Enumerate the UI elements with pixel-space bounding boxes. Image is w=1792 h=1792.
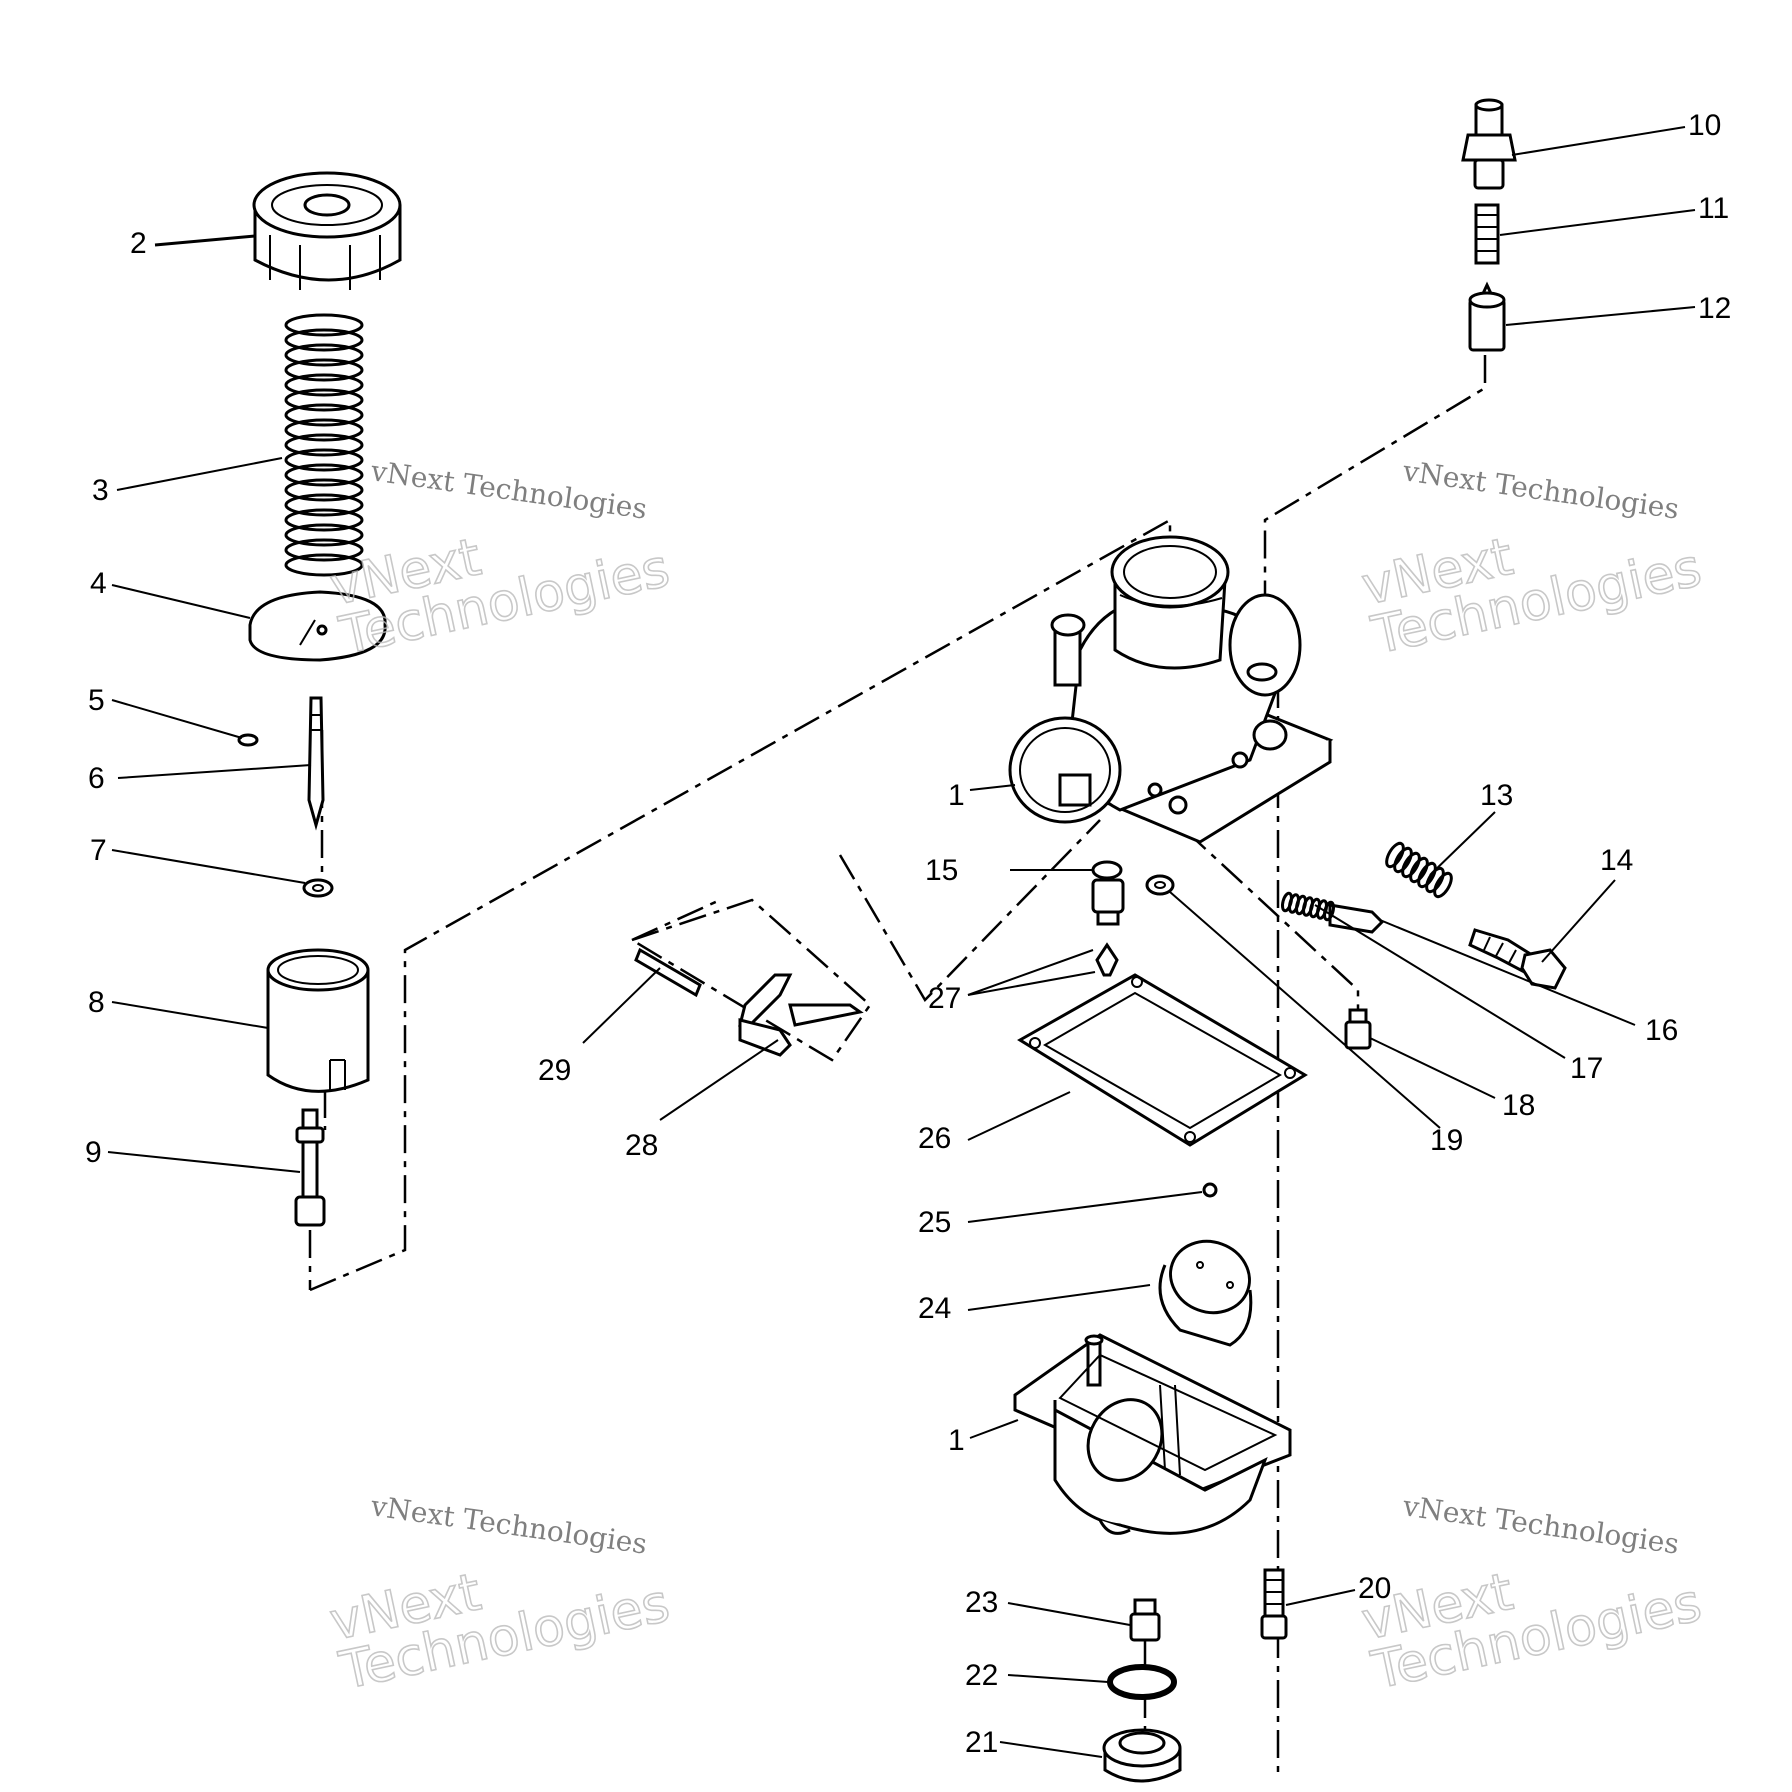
callout-13: 13	[1480, 779, 1513, 812]
part-carburetor-body	[1008, 535, 1334, 844]
callout-labels: 1 1 2 3 4 5 6 7 8 9 10 11 12 13 14 15 16…	[85, 109, 1731, 1759]
callout-15: 15	[925, 854, 958, 887]
callout-4: 4	[90, 567, 107, 600]
watermark-bottom-left: vNext Technologies vNext Technologies	[324, 1489, 675, 1703]
part-float-pin	[634, 947, 702, 998]
callout-9: 9	[85, 1136, 102, 1169]
part-needle	[307, 696, 325, 831]
part-jet	[1474, 203, 1500, 265]
part-pilot-spring	[1280, 891, 1336, 922]
callout-11: 11	[1698, 192, 1729, 225]
callout-7: 7	[90, 834, 107, 867]
callout-5: 5	[88, 684, 105, 717]
center-lines	[308, 355, 1487, 1780]
callout-8: 8	[88, 986, 105, 1019]
part-washer-19	[1145, 874, 1175, 896]
callout-6: 6	[88, 762, 105, 795]
part-small-jet	[1344, 1008, 1372, 1050]
part-drain-screw	[1129, 1598, 1161, 1642]
part-valve-seat	[1091, 860, 1125, 926]
callout-27: 27	[928, 982, 961, 1015]
callout-23: 23	[965, 1586, 998, 1619]
callout-22: 22	[965, 1659, 998, 1692]
watermark-small: vNext Technologies	[368, 454, 649, 526]
callout-29: 29	[538, 1054, 571, 1087]
callout-26: 26	[918, 1122, 951, 1155]
callout-1-body: 1	[948, 779, 965, 812]
watermark-bottom-right: vNext Technologies vNext Technologies	[1356, 1489, 1707, 1702]
callout-3: 3	[92, 474, 109, 507]
callout-10: 10	[1688, 109, 1721, 142]
part-bolt	[1260, 1568, 1288, 1640]
part-throttle-slide	[266, 948, 370, 1093]
watermark-small: vNext Technologies	[1400, 1489, 1681, 1561]
callout-21: 21	[965, 1726, 998, 1759]
part-ball	[1202, 1182, 1218, 1198]
part-adjust-screw	[1468, 928, 1567, 990]
part-washer	[302, 878, 334, 898]
callout-12: 12	[1698, 292, 1731, 325]
part-plate	[248, 590, 387, 662]
callout-18: 18	[1502, 1089, 1535, 1122]
part-float-arm	[738, 973, 864, 1057]
part-pilot-screw	[1328, 903, 1385, 934]
callout-1-bowl: 1	[948, 1424, 965, 1457]
callout-16: 16	[1645, 1014, 1678, 1047]
callout-28: 28	[625, 1129, 658, 1162]
callout-17: 17	[1570, 1052, 1603, 1085]
part-needle-valve	[1095, 942, 1119, 977]
callout-19: 19	[1430, 1124, 1463, 1157]
callout-2: 2	[130, 227, 147, 260]
callout-14: 14	[1600, 844, 1633, 877]
part-plug	[1102, 1728, 1182, 1783]
part-float	[1158, 1239, 1253, 1347]
part-float-bowl	[1013, 1333, 1292, 1535]
part-needle-jet	[294, 1108, 326, 1227]
part-gasket	[1017, 973, 1308, 1147]
leader-lines	[107, 126, 1696, 1758]
watermark-top-left: vNext Technologies vNext Technologies	[324, 454, 675, 668]
part-spring	[284, 313, 364, 577]
callout-24: 24	[918, 1292, 951, 1325]
watermark-small: vNext Technologies	[1400, 454, 1681, 526]
part-clip	[237, 733, 259, 747]
part-cap	[252, 171, 402, 290]
callout-25: 25	[918, 1206, 951, 1239]
callout-20: 20	[1358, 1572, 1391, 1605]
watermark-top-right: vNext Technologies vNext Technologies	[1356, 454, 1707, 667]
part-o-ring	[1107, 1664, 1177, 1700]
watermark-small: vNext Technologies	[368, 1489, 649, 1561]
part-fitting	[1461, 98, 1517, 190]
part-holder	[1468, 281, 1506, 352]
part-idle-spring	[1385, 841, 1453, 899]
